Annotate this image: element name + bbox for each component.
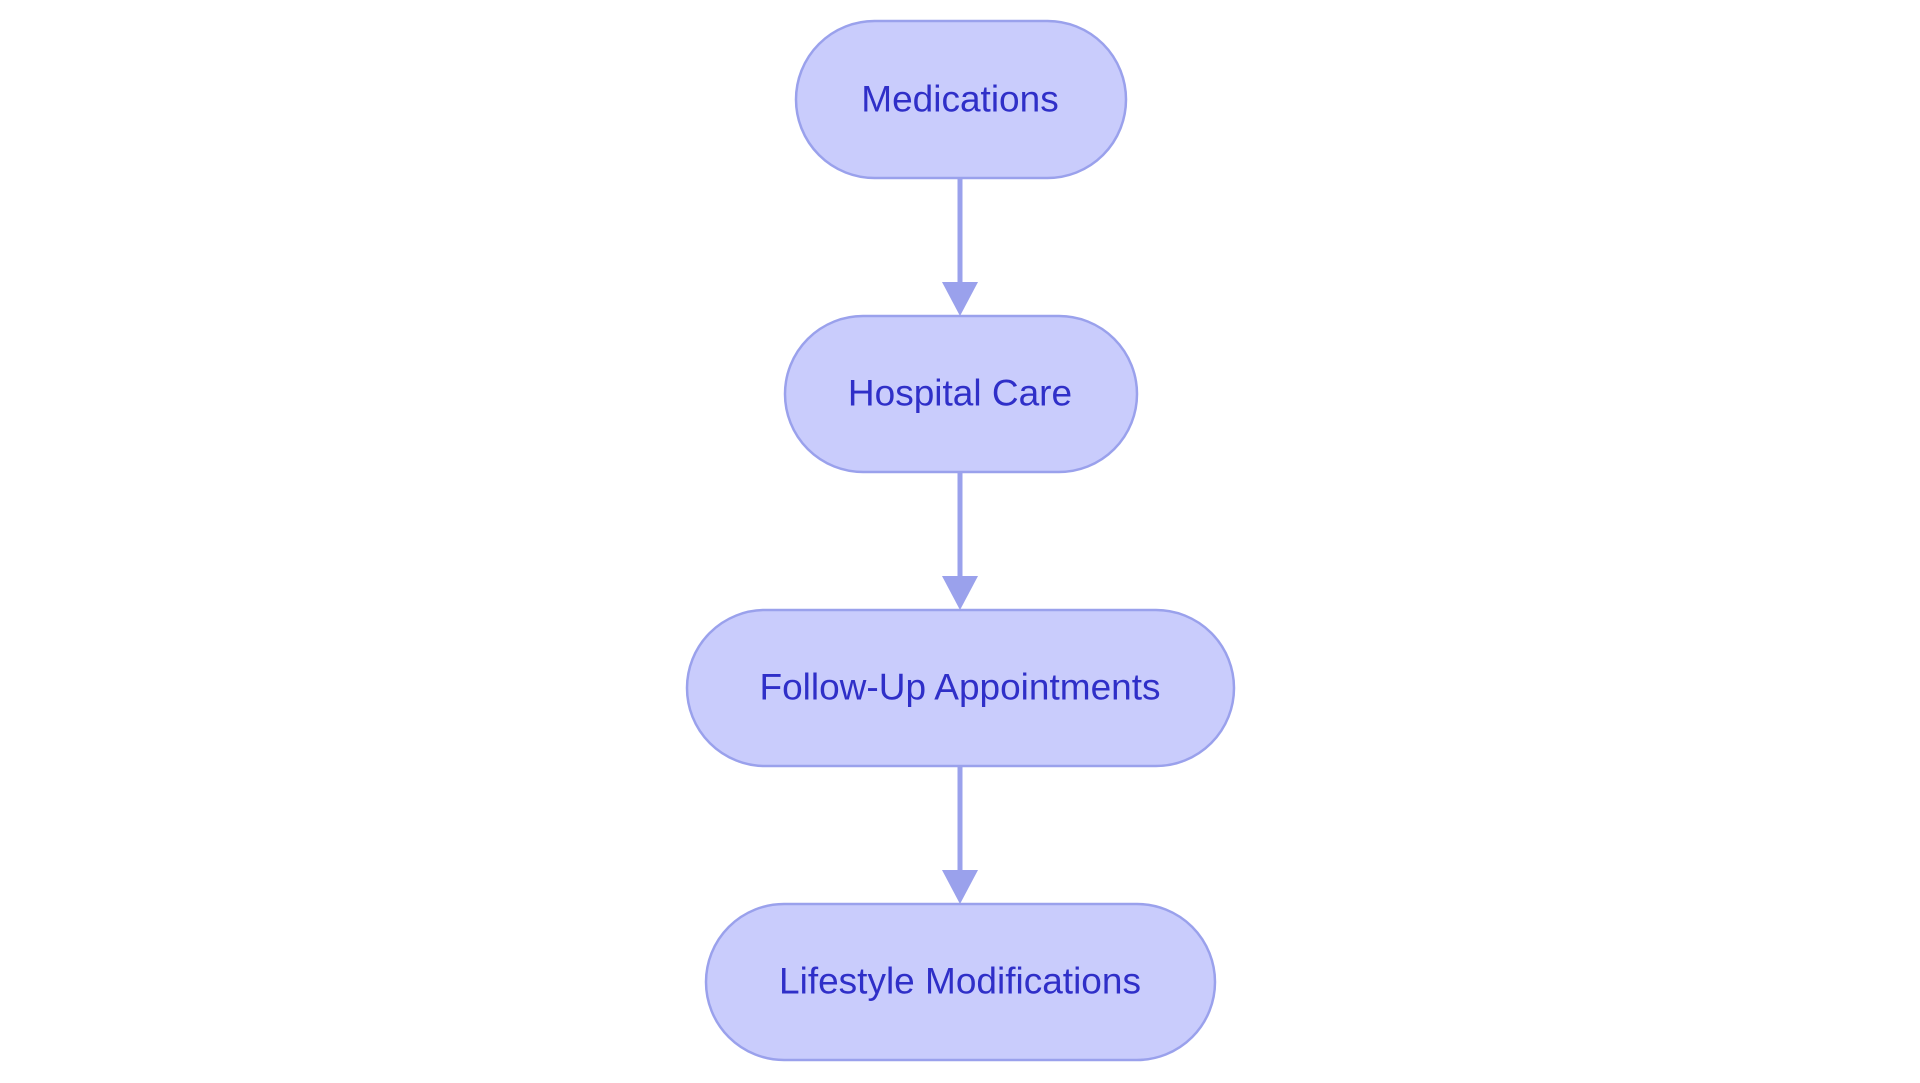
node-shape (685, 608, 1236, 768)
node-lifestyle-modifications: Lifestyle Modifications (704, 902, 1217, 1062)
edge-follow-up-appointments-to-lifestyle-modifications (942, 766, 978, 904)
arrowhead-icon (942, 576, 978, 610)
node-medications: Medications (794, 19, 1128, 180)
node-hospital-care: Hospital Care (783, 314, 1139, 474)
edge-hospital-care-to-follow-up-appointments (942, 472, 978, 610)
node-label-hospital-care: Hospital Care (848, 373, 1072, 414)
arrowhead-icon (942, 282, 978, 316)
arrowhead-icon (942, 870, 978, 904)
node-shape (704, 902, 1217, 1062)
node-label-lifestyle-modifications: Lifestyle Modifications (779, 961, 1141, 1002)
node-label-follow-up-appointments: Follow-Up Appointments (759, 667, 1160, 708)
node-shape (794, 19, 1128, 180)
node-shape (783, 314, 1139, 474)
node-follow-up-appointments: Follow-Up Appointments (685, 608, 1236, 768)
node-label-medications: Medications (861, 79, 1058, 120)
edge-medications-to-hospital-care (942, 178, 978, 316)
